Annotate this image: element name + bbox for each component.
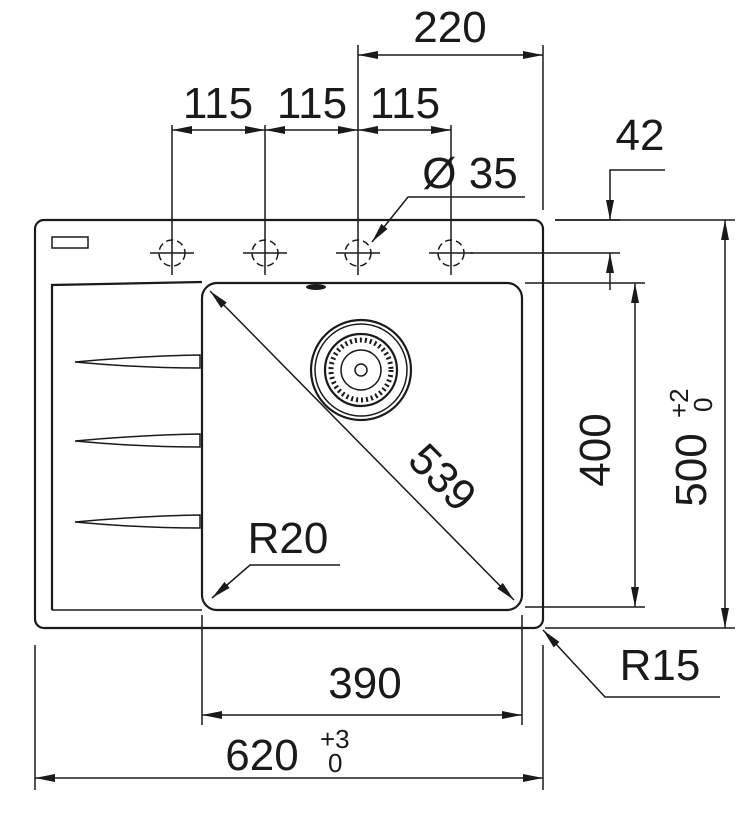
- dim-115: 115: [183, 79, 253, 128]
- dim-220: 220: [413, 3, 486, 52]
- dimensions: 220 115 115 115 Ø 35 42 400 500 +2 0 539…: [34, 3, 735, 790]
- drainboard-rib: [74, 354, 201, 369]
- sink-outline: [33, 218, 545, 630]
- dim-115: 115: [370, 79, 440, 128]
- drainboard: [50, 280, 203, 610]
- dim-diameter: Ø 35: [422, 149, 517, 198]
- drainboard-rib: [74, 514, 201, 529]
- basin: [200, 281, 524, 612]
- drain-icon: [309, 318, 413, 422]
- dim-539: 539: [399, 434, 486, 521]
- tap-hole-icon: [243, 125, 287, 275]
- dim-r20: R20: [248, 514, 329, 563]
- dim-620-tol-upper: +3: [320, 724, 350, 754]
- tap-hole-icon: [150, 190, 194, 275]
- dim-r15: R15: [620, 641, 701, 690]
- tap-holes: [150, 45, 473, 275]
- logo-plate: [51, 236, 89, 249]
- dim-42: 42: [616, 111, 665, 160]
- dim-500-tol-upper: +2: [664, 388, 694, 418]
- dim-620: 620: [225, 731, 298, 780]
- drainboard-rib: [74, 433, 201, 448]
- overflow-slot: [306, 284, 326, 290]
- dim-390: 390: [328, 659, 401, 708]
- dim-500: 500: [667, 433, 716, 506]
- dim-115: 115: [277, 79, 347, 128]
- dim-500-tol-lower: 0: [688, 398, 718, 412]
- tap-hole-icon: [429, 195, 473, 275]
- dim-620-tol-lower: 0: [328, 748, 342, 778]
- tap-hole-icon: [336, 45, 380, 275]
- dim-400: 400: [571, 413, 620, 486]
